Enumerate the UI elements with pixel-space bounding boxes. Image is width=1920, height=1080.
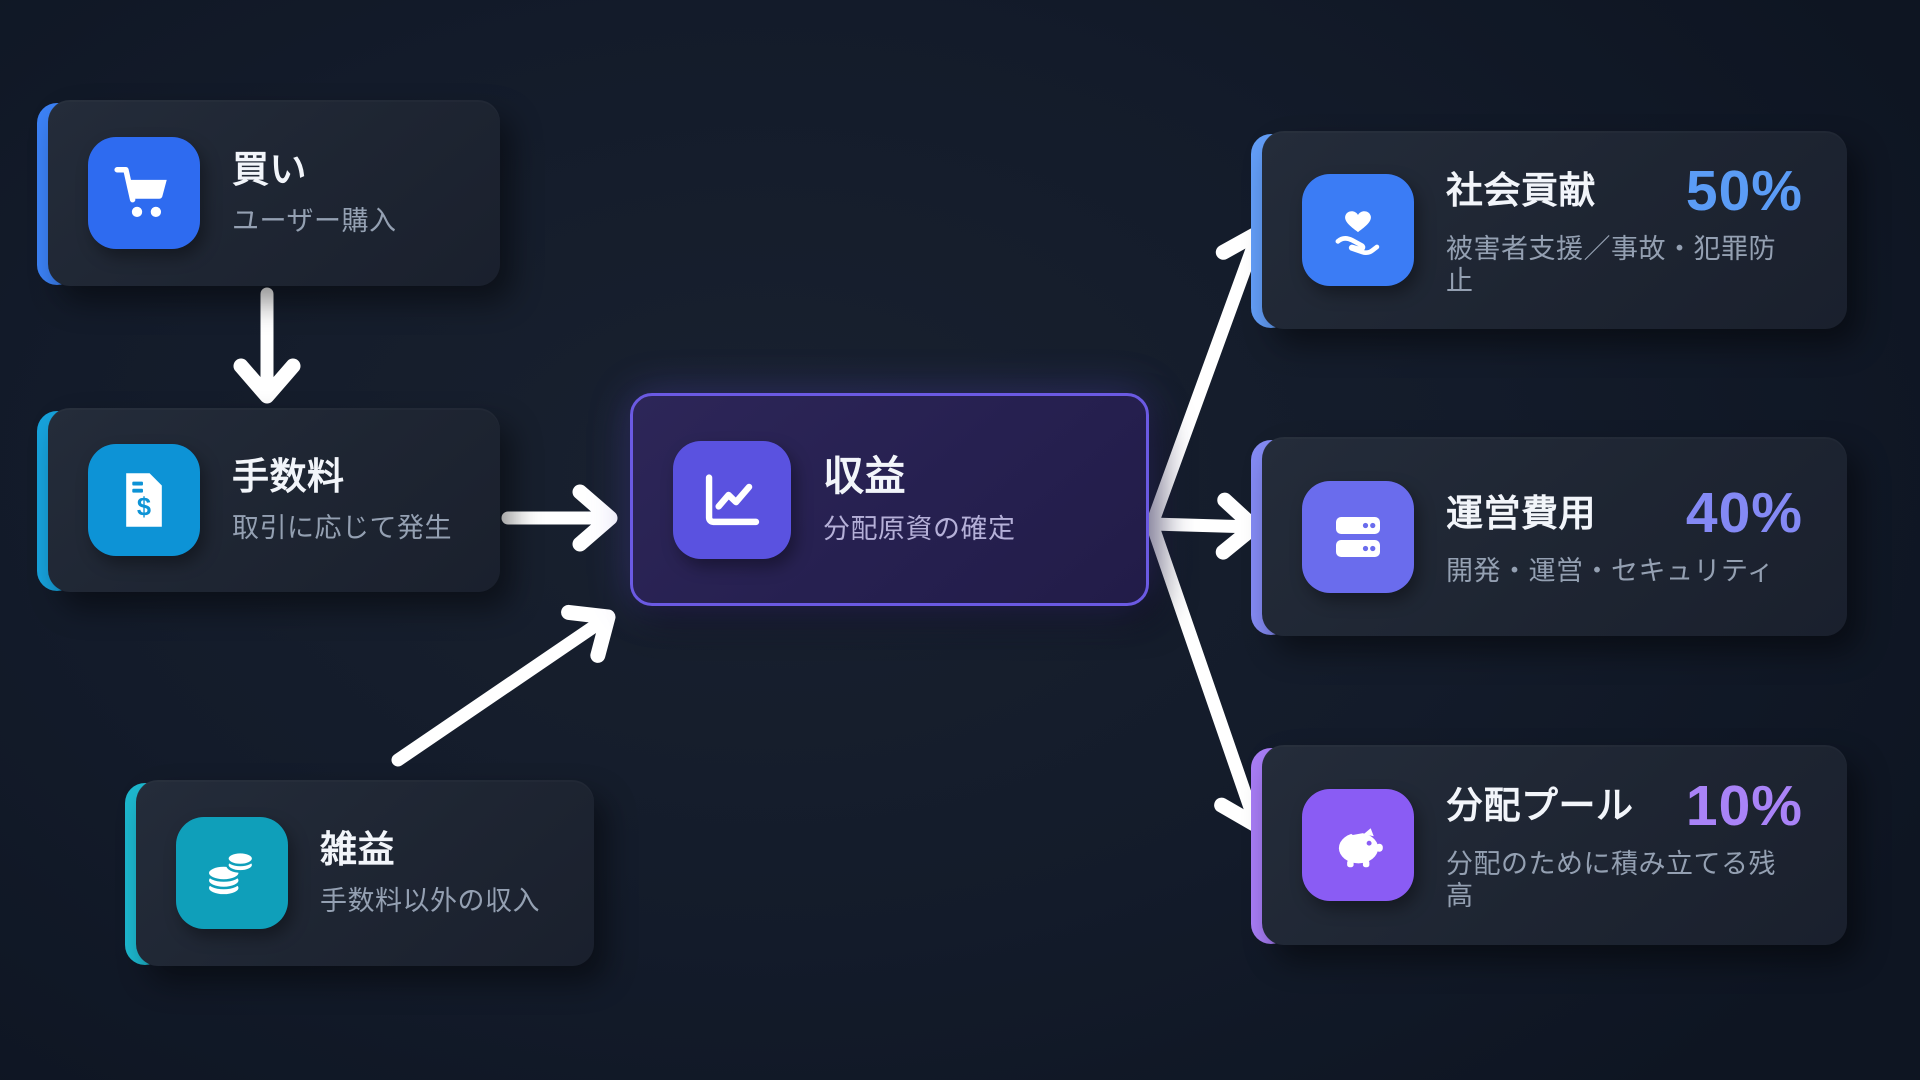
card-texts: 分配プール 10% 分配のために積み立てる残高 — [1446, 773, 1803, 913]
arrow-group — [233, 225, 1280, 833]
card-title: 分配プール — [1446, 784, 1634, 826]
card-subtitle: 開発・運営・セキュリティ — [1446, 556, 1775, 587]
card-texts: 買い ユーザー購入 — [232, 149, 456, 237]
shopping-cart-icon — [88, 137, 200, 249]
node-misc: 雑益 手数料以外の収入 — [125, 780, 594, 966]
card-title: 収益 — [823, 453, 906, 500]
arrow-revenue-to-ops — [1145, 492, 1262, 560]
card-subtitle: 被害者支援／事故・犯罪防止 — [1446, 233, 1776, 296]
percent-value: 40% — [1685, 481, 1803, 546]
card-subtitle: 手数料以外の収入 — [320, 885, 540, 916]
card-subtitle: 分配のために積み立てる残高 — [1446, 848, 1776, 911]
percent-value: 10% — [1685, 773, 1803, 838]
server-icon — [1302, 480, 1414, 593]
card-texts: 雑益 手数料以外の収入 — [320, 829, 550, 917]
card-subtitle: ユーザー購入 — [232, 205, 397, 236]
card-texts: 運営費用 40% 開発・運営・セキュリティ — [1446, 485, 1803, 587]
card-ops: 運営費用 40% 開発・運営・セキュリティ — [1262, 437, 1847, 636]
invoice-dollar-icon: $ — [88, 444, 200, 556]
svg-text:$: $ — [137, 493, 151, 521]
chart-line-icon — [673, 440, 791, 559]
card-texts: 手数料 取引に応じて発生 — [232, 456, 456, 544]
card-revenue: 収益 分配原資の確定 — [630, 393, 1149, 606]
node-pool: 分配プール 10% 分配のために積み立てる残高 — [1251, 745, 1847, 945]
card-fees: $ 手数料 取引に応じて発生 — [48, 408, 500, 592]
node-revenue: 収益 分配原資の確定 — [630, 393, 1149, 606]
node-buy: 買い ユーザー購入 — [37, 100, 500, 286]
arrow-revenue-to-social — [1145, 225, 1280, 531]
card-title: 社会貢献 — [1446, 169, 1596, 211]
percent-value: 50% — [1685, 158, 1803, 223]
node-fees: $ 手数料 取引に応じて発生 — [37, 408, 500, 592]
card-misc: 雑益 手数料以外の収入 — [136, 780, 594, 966]
card-subtitle: 分配原資の確定 — [823, 514, 1016, 545]
card-title: 手数料 — [232, 456, 345, 498]
card-social: 社会貢献 50% 被害者支援／事故・犯罪防止 — [1262, 131, 1847, 329]
card-texts: 社会貢献 50% 被害者支援／事故・犯罪防止 — [1446, 158, 1803, 298]
node-social: 社会貢献 50% 被害者支援／事故・犯罪防止 — [1251, 131, 1847, 329]
card-title: 雑益 — [320, 829, 395, 871]
card-buy: 買い ユーザー購入 — [48, 100, 500, 286]
card-pool: 分配プール 10% 分配のために積み立てる残高 — [1262, 745, 1847, 945]
piggy-bank-icon — [1302, 789, 1414, 901]
card-subtitle: 取引に応じて発生 — [232, 512, 452, 543]
card-title: 買い — [232, 149, 307, 191]
arrow-misc-to-revenue — [391, 604, 616, 767]
hand-holding-heart-icon — [1302, 174, 1414, 286]
arrow-revenue-to-pool — [1145, 517, 1279, 833]
card-texts: 収益 分配原資の確定 — [823, 453, 1102, 546]
node-ops: 運営費用 40% 開発・運営・セキュリティ — [1251, 437, 1847, 636]
card-title: 運営費用 — [1446, 492, 1596, 534]
coins-icon — [176, 817, 288, 929]
